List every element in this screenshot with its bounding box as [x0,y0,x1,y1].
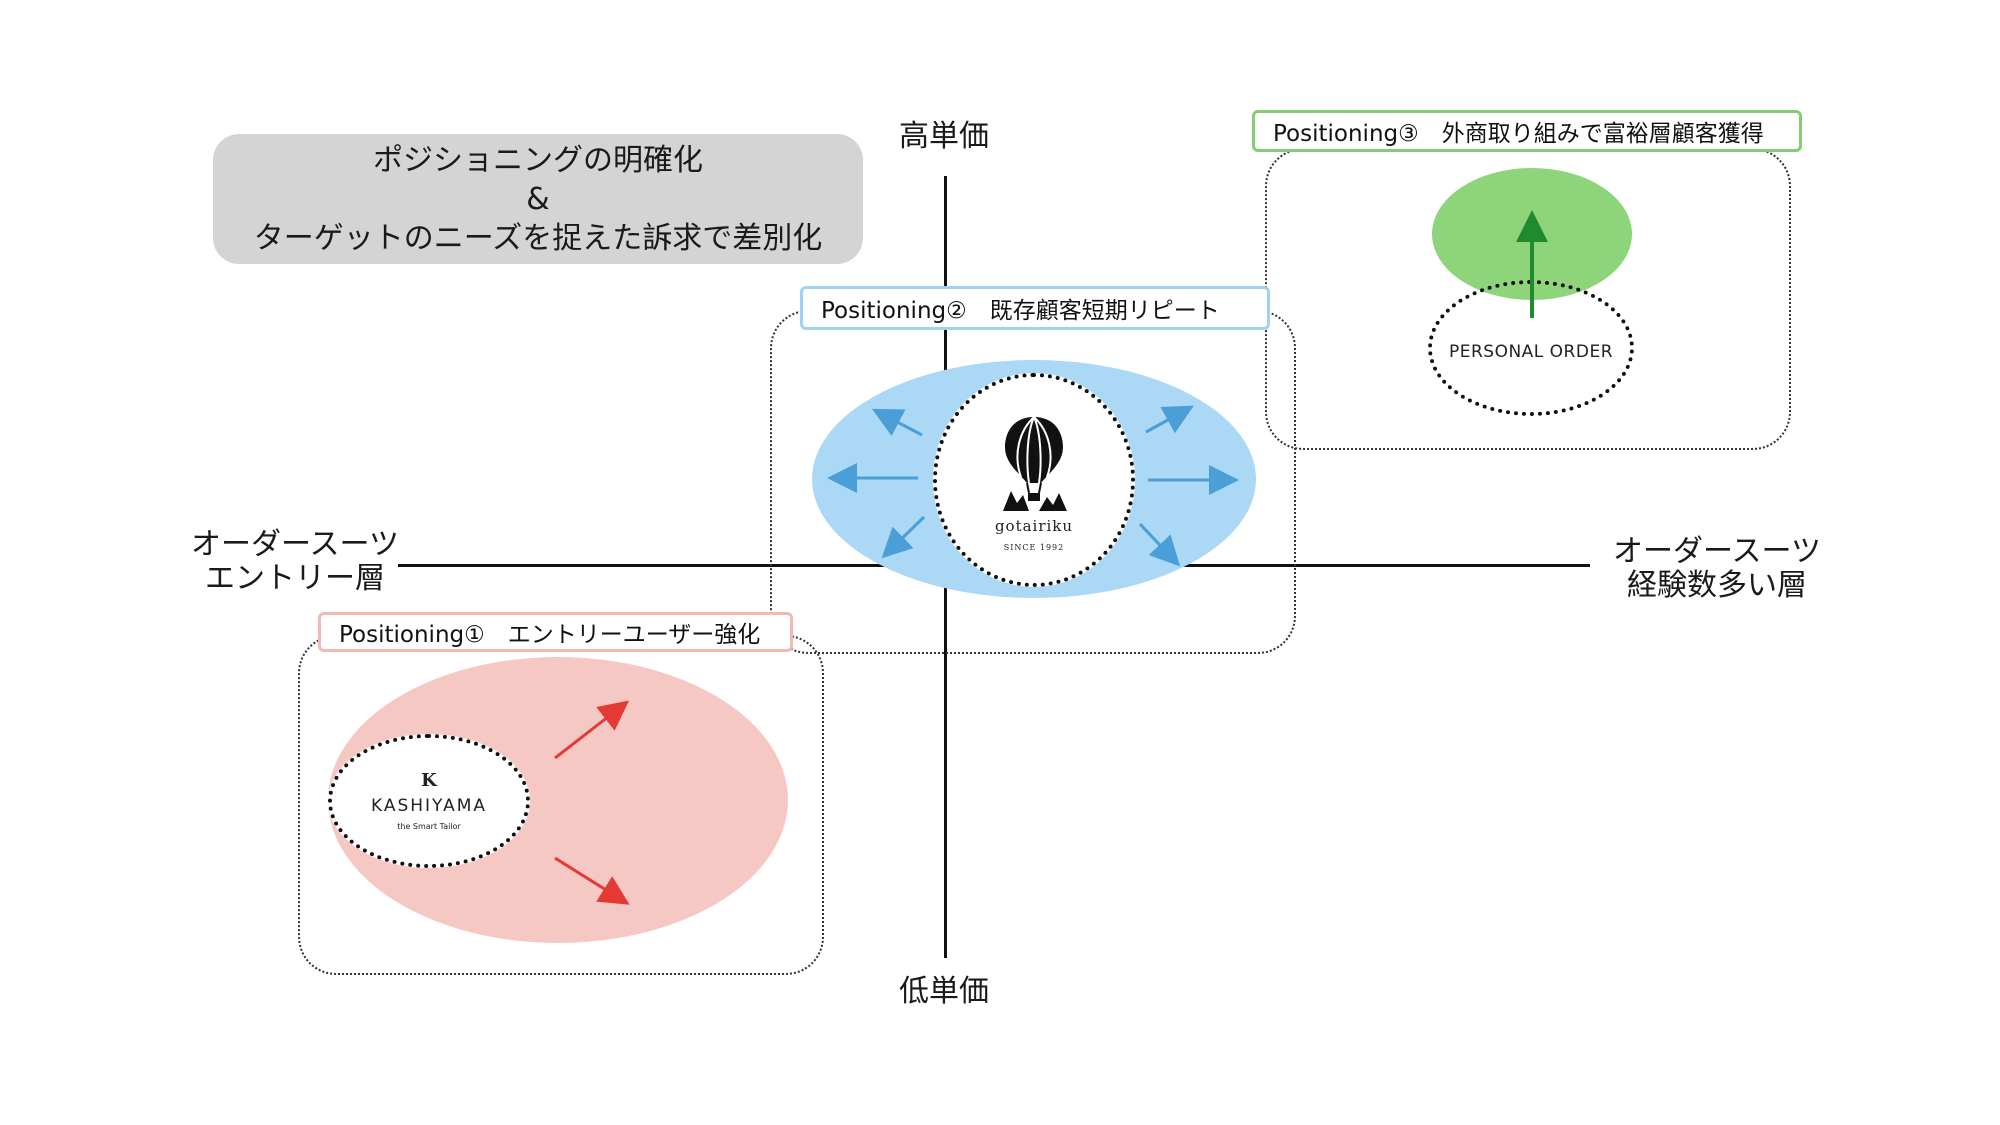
blue-arrow-down-right [1138,522,1181,567]
kashiyama-logo: K KASHIYAMA the Smart Tailor [328,734,530,868]
axis-label-high-price: 高単価 [899,119,989,154]
kashiyama-brand-text: KASHIYAMA [370,795,488,816]
axis-label-entry-layer: オーダースーツ エントリー層 [190,528,400,596]
personal-order-text: PERSONAL ORDER [1448,342,1614,362]
blue-arrow-up-right [1145,405,1194,434]
hot-air-balloon-icon [1003,415,1067,511]
gotairiku-brand-text: gotairiku [994,516,1074,535]
positioning3-label: Positioning③ 外商取り組みで富裕層顧客獲得 [1252,110,1802,152]
axis-label-low-price: 低単価 [899,974,989,1009]
axis-label-right-line-2: 経験数多い層 [1627,568,1807,603]
red-arrow-down-right [554,856,630,905]
blue-arrow-up-left [872,408,923,437]
blue-arrow-down-left [881,515,926,559]
gotairiku-logo: gotairiku SINCE 1992 [933,373,1135,587]
positioning1-label: Positioning① エントリーユーザー強化 [318,612,793,652]
summary-line-2: & [526,181,550,217]
axis-label-experienced-layer: オーダースーツ 経験数多い層 [1612,535,1822,603]
gotairiku-since-text: SINCE 1992 [1003,542,1065,552]
summary-line-1: ポジショニングの明確化 [373,142,703,178]
kashiyama-tagline-text: the Smart Tailor [397,821,461,831]
summary-line-3: ターゲットのニーズを捉えた訴求で差別化 [253,220,823,256]
summary-box: ポジショニングの明確化 & ターゲットのニーズを捉えた訴求で差別化 [213,134,863,264]
axis-label-left-line-2: エントリー層 [205,561,385,596]
axis-label-right-line-1: オーダースーツ [1613,534,1821,569]
positioning2-label: Positioning② 既存顧客短期リピート [800,286,1270,330]
axis-label-left-line-1: オーダースーツ [191,527,399,562]
red-arrow-up-right [554,700,630,760]
kashiyama-mark-icon: K [421,769,437,791]
